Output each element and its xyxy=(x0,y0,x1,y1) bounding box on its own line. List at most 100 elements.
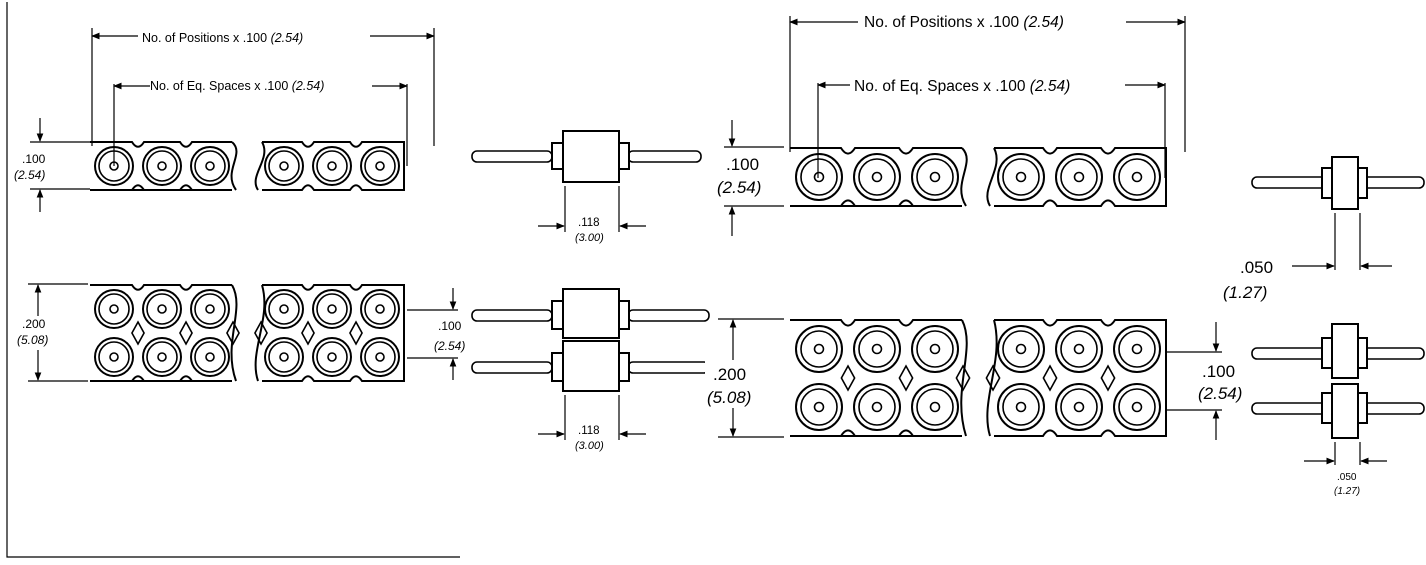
eq-spaces-label: No. of Eq. Spaces x .100 (2.54) xyxy=(150,79,324,93)
row-pitch-dim-left: .100 (2.54) xyxy=(407,288,465,380)
contact-pin xyxy=(279,352,289,362)
width-label: .200 xyxy=(22,317,46,331)
contact-pin xyxy=(1015,171,1027,183)
contact-pin xyxy=(1015,343,1027,355)
diamond-mark xyxy=(301,320,315,346)
pin-dia-metric-label-2: (1.27) xyxy=(1334,486,1360,497)
contact-hole xyxy=(268,293,300,325)
strip-break-right xyxy=(254,141,266,191)
contact-hole xyxy=(800,158,838,196)
contact-pin xyxy=(929,343,941,355)
contact-pin xyxy=(157,304,167,314)
contact-hole xyxy=(268,341,300,373)
contact-hole xyxy=(146,293,178,325)
width-metric-label: (5.08) xyxy=(17,333,48,347)
contact-ring xyxy=(264,337,304,377)
row-pitch-metric-label-right: (2.54) xyxy=(1198,384,1242,403)
contact-ring xyxy=(142,289,182,329)
contact-pin xyxy=(109,304,119,314)
contact-hole xyxy=(800,388,838,426)
contact-ring xyxy=(190,337,230,377)
diamond-mark xyxy=(985,364,1001,392)
contact-pin xyxy=(1131,171,1143,183)
contact-pin xyxy=(871,343,883,355)
contact-hole xyxy=(916,158,954,196)
contact-hole xyxy=(98,341,130,373)
pitch-dim-top-right: .100 (2.54) xyxy=(716,120,784,236)
body-length-metric-label: (3.00) xyxy=(575,232,604,244)
width-dim-bottom-left: .200 (5.08) xyxy=(15,283,88,382)
contact-ring xyxy=(1055,153,1103,201)
contact-hole xyxy=(146,150,178,182)
strip-outline xyxy=(90,141,405,191)
contact-pin xyxy=(375,304,385,314)
contact-ring xyxy=(795,325,843,373)
contact-pin xyxy=(279,304,289,314)
body-length-metric-label-2: (3.00) xyxy=(575,440,604,452)
contact-hole xyxy=(1060,388,1098,426)
pin-dia-label: .050 xyxy=(1240,258,1273,277)
side-view-double-large: .050 (1.27) xyxy=(1251,323,1425,497)
contact-hole xyxy=(1002,388,1040,426)
contact-pin xyxy=(813,343,825,355)
contact-ring xyxy=(360,289,400,329)
side-view-single-large: .050 (1.27) xyxy=(1223,156,1425,302)
contact-pin xyxy=(871,401,883,413)
contact-ring xyxy=(911,383,959,431)
contact-ring xyxy=(264,289,304,329)
contact-hole xyxy=(858,158,896,196)
callout-positions-left: No. of Positions x .100 (2.54) xyxy=(91,28,435,146)
strip-outline xyxy=(790,319,1167,437)
diamond-mark xyxy=(1100,364,1116,392)
row-pitch-label-right: .100 xyxy=(1202,362,1235,381)
pin-dia-label-2: .050 xyxy=(1337,472,1357,483)
contact-ring xyxy=(911,153,959,201)
contact-ring xyxy=(312,146,352,186)
contact-ring xyxy=(142,146,182,186)
contact-pin xyxy=(1131,401,1143,413)
pitch-label: .100 xyxy=(22,152,46,166)
contact-pin xyxy=(1131,343,1143,355)
contact-hole xyxy=(858,330,896,368)
contact-pin xyxy=(1073,401,1085,413)
side-view-single-small: .118 (3.00) xyxy=(471,130,702,244)
diamond-mark xyxy=(179,320,193,346)
contact-hole xyxy=(1060,330,1098,368)
pitch-metric-label-right: (2.54) xyxy=(717,178,761,197)
contact-hole xyxy=(916,330,954,368)
contact-pin xyxy=(929,171,941,183)
row-pitch-metric-label: (2.54) xyxy=(434,339,465,353)
contact-pin xyxy=(279,161,289,171)
pitch-dim-top-left: .100 (2.54) xyxy=(14,118,90,212)
callout-eq-spaces-left: No. of Eq. Spaces x .100 (2.54) xyxy=(113,79,408,166)
positions-label-right: No. of Positions x .100 (2.54) xyxy=(864,14,1064,31)
contact-pin xyxy=(929,401,941,413)
diamond-mark xyxy=(898,364,914,392)
strip-break-left xyxy=(960,147,968,207)
contact-pin xyxy=(205,352,215,362)
positions-label: No. of Positions x .100 (2.54) xyxy=(142,31,303,45)
contact-pin xyxy=(205,161,215,171)
diamond-mark xyxy=(254,320,268,346)
contact-pin xyxy=(813,171,825,183)
strip-break-right xyxy=(254,284,266,382)
contact-ring xyxy=(911,325,959,373)
strip-layer xyxy=(90,141,1167,437)
contact-ring xyxy=(853,383,901,431)
side-view-double-small: .118 (3.00) xyxy=(471,288,710,452)
contact-ring xyxy=(1113,325,1161,373)
contact-ring xyxy=(997,153,1045,201)
diamond-mark xyxy=(955,364,971,392)
contact-hole xyxy=(916,388,954,426)
contact-ring xyxy=(795,153,843,201)
strip-break-left xyxy=(960,319,968,437)
contact-pin xyxy=(109,352,119,362)
contact-ring xyxy=(853,153,901,201)
callout-positions-right: No. of Positions x .100 (2.54) xyxy=(789,14,1186,152)
contact-pin xyxy=(375,161,385,171)
body-length-label: .118 xyxy=(578,217,600,229)
contact-hole xyxy=(858,388,896,426)
contact-ring xyxy=(997,383,1045,431)
contact-ring xyxy=(360,337,400,377)
